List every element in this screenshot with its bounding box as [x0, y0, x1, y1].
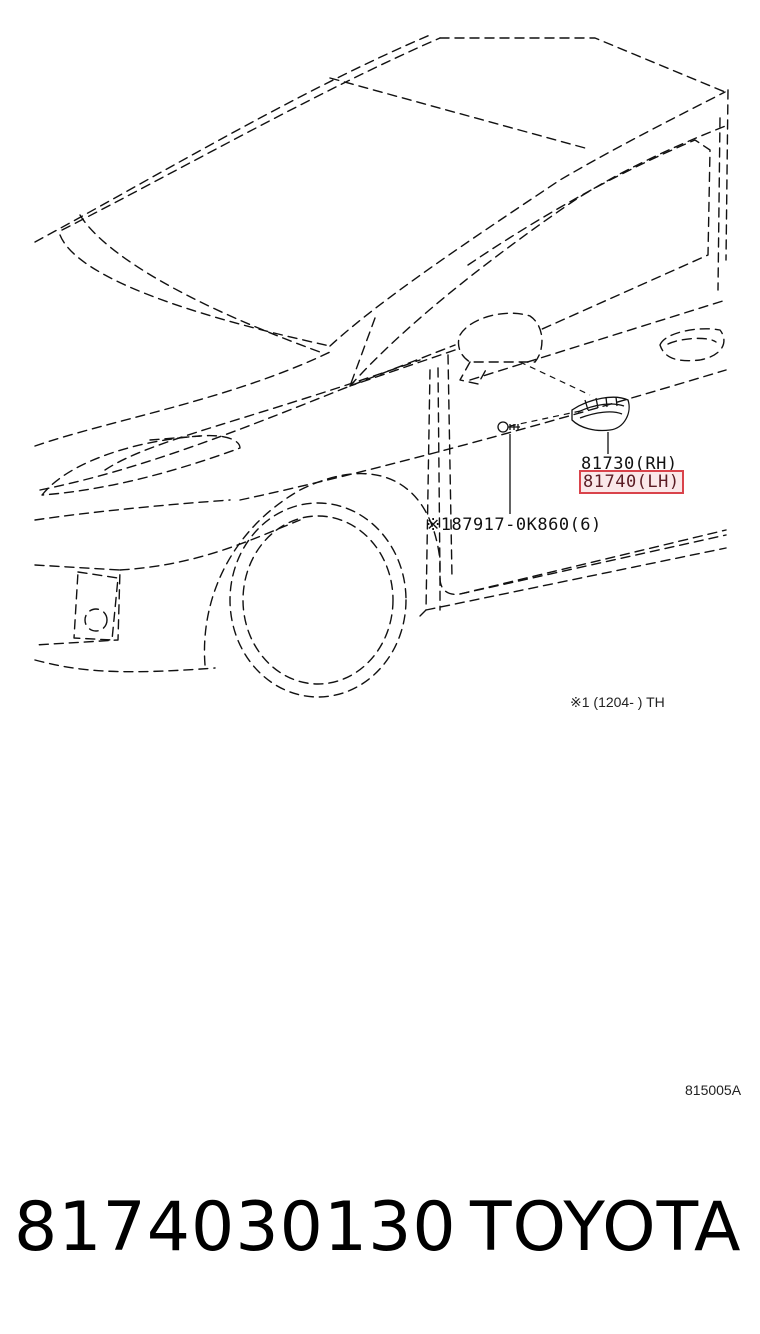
- mirror-turn-signal-part: [571, 396, 630, 432]
- screw-callout[interactable]: ※187917-0K860(6): [426, 515, 602, 535]
- part-leader-lines: [509, 361, 591, 427]
- car-body-outline: [34, 34, 729, 698]
- part-callout-lh[interactable]: 81740(LH): [579, 470, 684, 494]
- callout-lines: [509, 432, 609, 514]
- car-parts-diagram: [34, 34, 729, 698]
- applicability-note: ※1 (1204- ) TH: [570, 694, 665, 710]
- figure-id: 815005A: [685, 1082, 742, 1098]
- part-callout-rh[interactable]: 81730(RH): [581, 454, 678, 474]
- screw-part: [497, 421, 520, 433]
- brand-name: TOYOTA: [470, 1188, 742, 1267]
- part-number: 8174030130: [14, 1188, 457, 1267]
